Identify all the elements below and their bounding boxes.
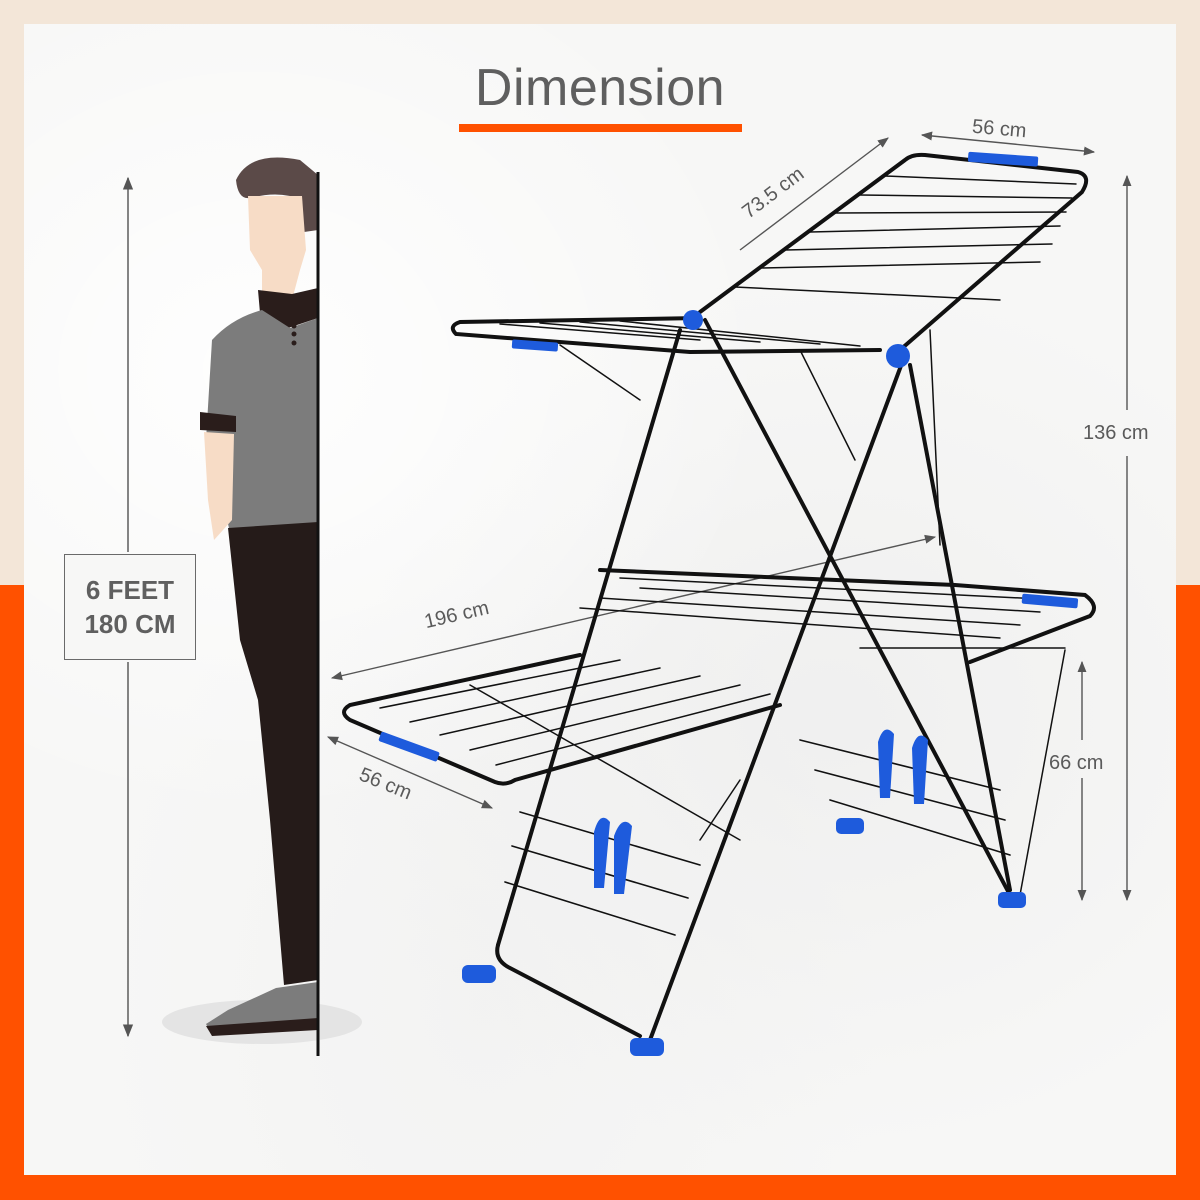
total-height-label: 136 cm [1083,422,1149,444]
top-width-label: 56 cm [971,115,1028,143]
page-title: Dimension [474,59,726,117]
blue-clips [378,151,1079,1056]
person-height-label: 6 FEET 180 CM [64,554,196,660]
height-feet: 6 FEET [85,575,175,605]
drying-rack [342,152,1096,1042]
lower-shelf-height-label: 66 cm [1049,752,1104,774]
height-cm: 180 CM [84,609,176,639]
dimension-arrows [326,131,1132,902]
person-figure [162,157,362,1044]
title-underline [459,124,742,132]
